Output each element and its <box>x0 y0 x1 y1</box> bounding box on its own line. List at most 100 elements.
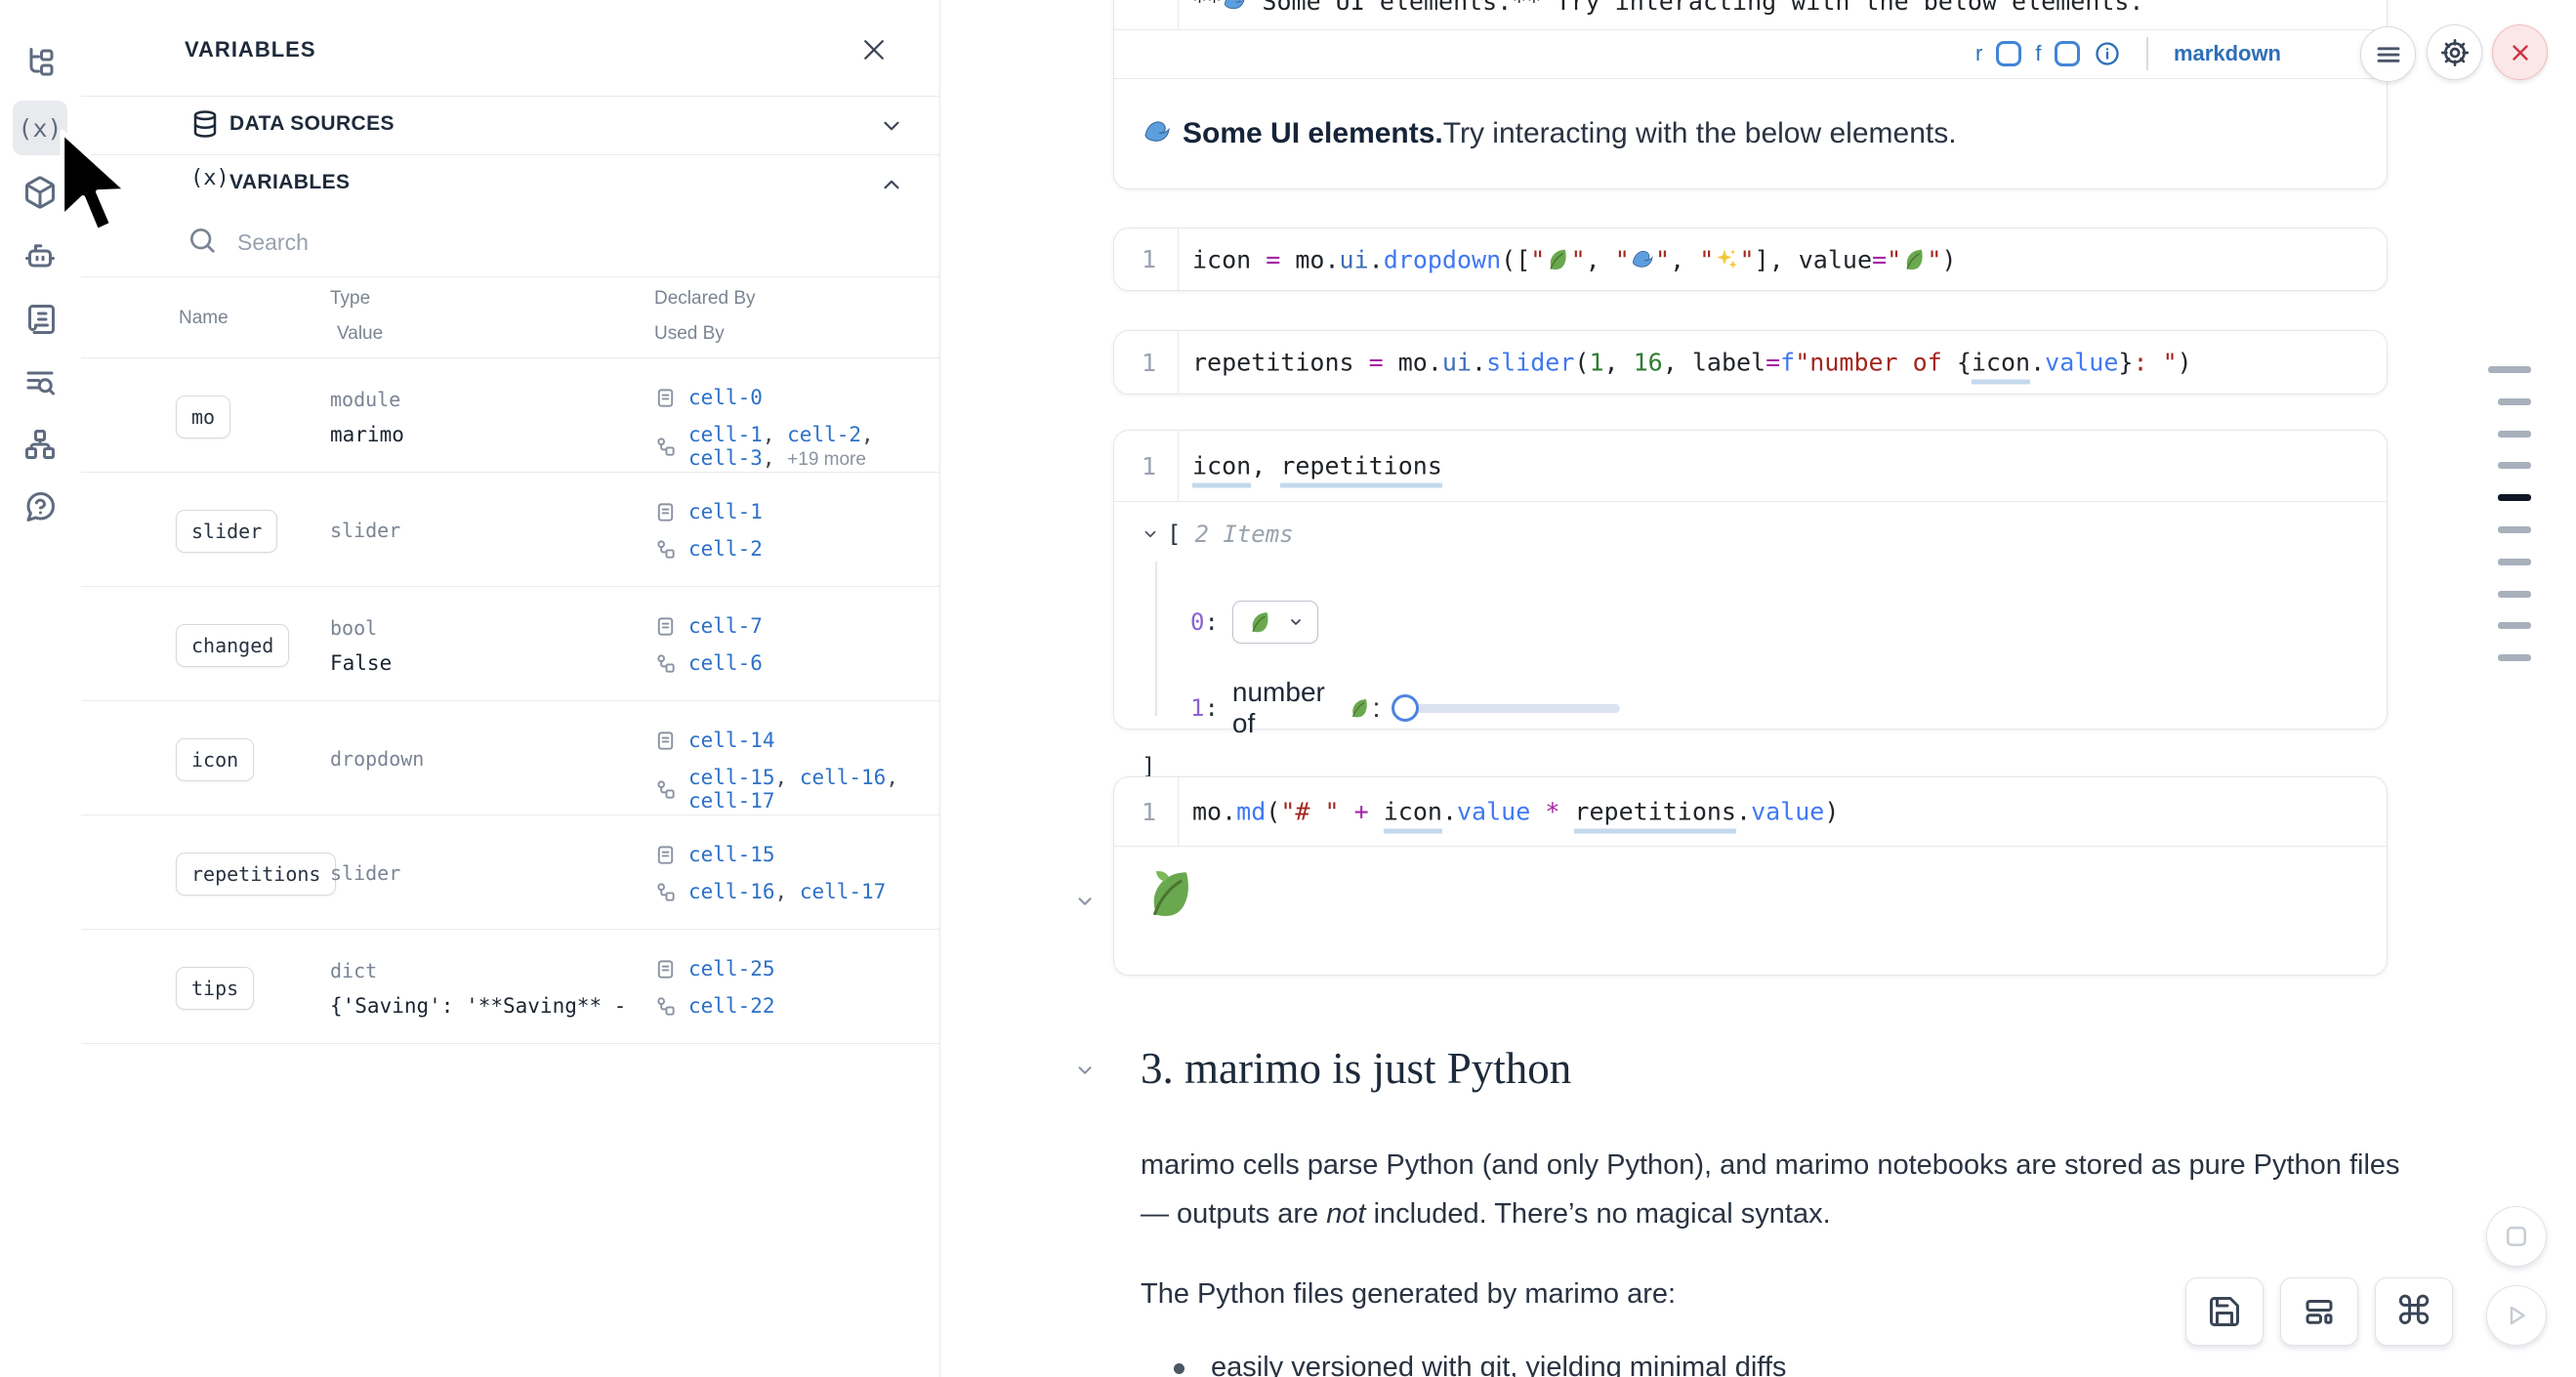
more-cells-label[interactable]: +19 more <box>787 449 866 470</box>
variable-name-badge: changed <box>176 624 290 667</box>
cell-link[interactable]: cell-17 <box>688 789 775 813</box>
shutdown-button[interactable] <box>2492 24 2548 80</box>
collapse-chevron-icon[interactable] <box>1142 525 1159 543</box>
slider-label: number of : <box>1231 677 1381 738</box>
minimap-cell-marker[interactable] <box>2498 654 2531 662</box>
run-checkbox[interactable] <box>1996 41 2022 66</box>
cell-link[interactable]: cell-14 <box>688 729 775 752</box>
declared-by: cell-7 <box>654 614 763 638</box>
minimap-cell-marker[interactable] <box>2498 494 2531 502</box>
variables-search[interactable]: Search <box>81 213 939 275</box>
cell-link[interactable]: cell-15 <box>688 766 775 789</box>
chevron-down-icon <box>1291 619 1301 625</box>
cell-link[interactable]: cell-7 <box>688 614 763 638</box>
variables-section-icon: (x) <box>190 166 229 190</box>
slider-thumb[interactable] <box>1392 694 1420 722</box>
cell-link[interactable]: cell-16 <box>799 766 887 789</box>
minimap-cell-marker[interactable] <box>2498 622 2531 630</box>
cell-link[interactable]: cell-16 <box>688 880 775 903</box>
used-by-icon <box>654 538 677 561</box>
language-toggle[interactable]: markdown <box>2173 41 2281 65</box>
bracket-open: [ <box>1167 521 1182 548</box>
file-tree-icon[interactable] <box>13 35 67 90</box>
cell5-editor[interactable]: 1 mo.md("# " + icon.value * repetitions.… <box>1114 777 2387 847</box>
cell-link[interactable]: cell-17 <box>799 880 887 903</box>
cell-repetitions-slider[interactable]: 1 repetitions = mo.ui.slider(1, 16, labe… <box>1113 330 2388 395</box>
minimap-cell-marker[interactable] <box>2488 366 2531 373</box>
cell-link[interactable]: cell-2 <box>787 423 862 446</box>
variables-section[interactable]: (x) VARIABLES <box>81 154 939 213</box>
cell4-code-line[interactable]: icon, repetitions <box>1192 451 1442 488</box>
data-sources-section[interactable]: DATA SOURCES <box>81 96 939 154</box>
chevron-up-icon <box>879 172 904 197</box>
declared-by: cell-0 <box>654 386 763 409</box>
sparkles-emoji <box>1717 249 1738 269</box>
wave-emoji <box>1632 250 1653 268</box>
documentation-icon[interactable] <box>13 292 67 347</box>
cell3-code-line[interactable]: repetitions = mo.ui.slider(1, 16, label=… <box>1192 348 2192 385</box>
cell4-editor[interactable]: 1 icon, repetitions <box>1114 431 2387 502</box>
icon-dropdown-select[interactable] <box>1231 601 1318 644</box>
leaf-emoji <box>1152 871 1188 916</box>
run-button[interactable] <box>2486 1285 2547 1346</box>
stop-icon <box>2507 1227 2526 1246</box>
packages-icon[interactable] <box>13 165 67 220</box>
stop-button[interactable] <box>2486 1206 2547 1267</box>
minimap-cell-marker[interactable] <box>2498 397 2531 405</box>
cell-link[interactable]: cell-1 <box>688 500 763 523</box>
cell1-code-line[interactable]: ** Some UI elements.** Try interacting w… <box>1192 0 2144 16</box>
data-sources-label: DATA SOURCES <box>229 112 395 135</box>
dependency-graph-icon[interactable] <box>13 417 67 472</box>
notebook-menu-button[interactable] <box>2360 26 2416 82</box>
cell2-code-line[interactable]: icon = mo.ui.dropdown(["", "", ""], valu… <box>1192 245 1957 273</box>
cell-link[interactable]: cell-6 <box>688 651 763 675</box>
declared-by-icon <box>654 844 677 866</box>
cell-link[interactable]: cell-22 <box>688 994 775 1018</box>
minimap-cell-marker[interactable] <box>2498 590 2531 598</box>
keyboard-shortcuts-button[interactable]: ⌘ <box>2375 1277 2453 1346</box>
database-icon <box>190 109 220 139</box>
minimap-cell-marker[interactable] <box>2498 526 2531 533</box>
cell-markdown-ui-elements: 1 ** Some UI elements.** Try interacting… <box>1113 0 2388 189</box>
format-checkbox[interactable] <box>2055 41 2081 66</box>
cell-link[interactable]: cell-15 <box>688 843 775 866</box>
section-collapse-chevron-icon[interactable] <box>1074 1060 1096 1081</box>
variables-section-label: VARIABLES <box>229 171 351 193</box>
info-icon[interactable] <box>2094 40 2121 67</box>
cell1-editor[interactable]: 1 ** Some UI elements.** Try interacting… <box>1114 0 2387 30</box>
used-by: cell-6 <box>654 651 763 675</box>
minimap-cell-marker[interactable] <box>2498 462 2531 470</box>
snippets-icon[interactable] <box>13 355 67 409</box>
cell-link[interactable]: cell-1 <box>688 423 763 446</box>
cell-link[interactable]: cell-25 <box>688 957 775 981</box>
variables-panel-header: VARIABLES <box>81 0 939 97</box>
close-x-icon <box>2512 44 2528 61</box>
cell5-code-line[interactable]: mo.md("# " + icon.value * repetitions.va… <box>1192 797 1839 834</box>
ai-assistant-icon[interactable] <box>13 230 67 284</box>
leaf-emoji <box>1906 249 1923 270</box>
used-by-icon <box>654 436 677 458</box>
used-by-icon <box>654 778 677 801</box>
cell-link[interactable]: cell-2 <box>688 537 763 561</box>
output-collapse-chevron-icon[interactable] <box>1074 891 1096 912</box>
wave-emoji <box>1224 0 1245 10</box>
cell-link[interactable]: cell-0 <box>688 386 763 409</box>
layout-button[interactable] <box>2280 1277 2358 1346</box>
col-value: Value <box>337 323 384 344</box>
cell-link[interactable]: cell-3 <box>688 446 763 470</box>
minimap-cell-marker[interactable] <box>2498 430 2531 438</box>
save-button[interactable] <box>2185 1277 2264 1346</box>
settings-button[interactable] <box>2427 24 2482 80</box>
repetitions-slider[interactable] <box>1392 694 1620 722</box>
close-icon[interactable] <box>859 35 889 64</box>
variables-icon[interactable]: (x) <box>13 101 67 155</box>
minimap-cell-marker[interactable] <box>2498 558 2531 565</box>
items-count-label: 2 Items <box>1194 521 1294 548</box>
cell-icon-dropdown[interactable]: 1 icon = mo.ui.dropdown(["", "", ""], va… <box>1113 228 2388 291</box>
help-icon[interactable] <box>13 480 67 534</box>
command-icon: ⌘ <box>2394 1289 2433 1334</box>
